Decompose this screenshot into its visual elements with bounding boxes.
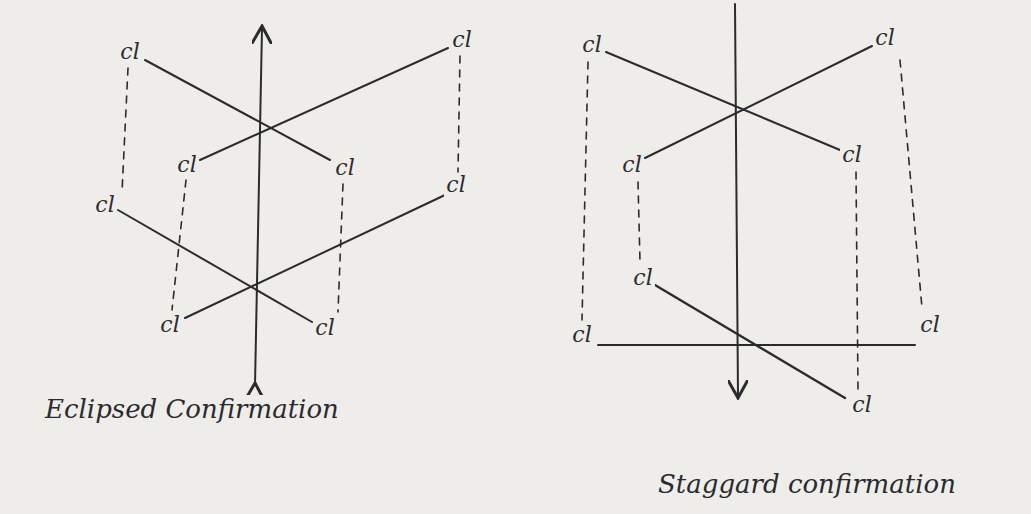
- dashed-line: [638, 182, 640, 262]
- axis-line: [255, 28, 262, 385]
- bond-line: [118, 210, 312, 322]
- bond-line: [645, 46, 872, 158]
- bond-line: [655, 285, 845, 398]
- atom-label: cl: [620, 153, 643, 177]
- atom-label: cl: [873, 26, 896, 50]
- atom-label: cl: [570, 323, 593, 347]
- dashed-line: [582, 62, 588, 320]
- dashed-line: [900, 60, 922, 308]
- dashed-line: [172, 180, 186, 310]
- caption-text: Eclipsed Confirmation: [42, 395, 342, 424]
- atom-label: cl: [580, 33, 603, 57]
- atom-label: cl: [450, 28, 473, 52]
- bond-line: [145, 60, 330, 160]
- bond-line: [200, 48, 448, 160]
- atom-label: cl: [118, 40, 141, 64]
- atom-label: cl: [313, 316, 336, 340]
- bond-line: [185, 195, 445, 318]
- atom-label: cl: [175, 153, 198, 177]
- dashed-line: [122, 68, 128, 192]
- dashed-line: [458, 56, 460, 172]
- atom-label: cl: [158, 313, 181, 337]
- axis-line: [735, 4, 738, 396]
- caption-text: Staggard confirmation: [655, 470, 959, 499]
- dashed-line: [856, 172, 858, 390]
- atom-label: cl: [840, 143, 863, 167]
- atom-label: cl: [850, 393, 873, 417]
- bond-line: [606, 52, 840, 150]
- atom-label: cl: [333, 156, 356, 180]
- atom-label: cl: [93, 193, 116, 217]
- atom-label: cl: [631, 266, 654, 290]
- atom-label: cl: [444, 173, 467, 197]
- atom-label: cl: [918, 313, 941, 337]
- dashed-line: [338, 184, 343, 312]
